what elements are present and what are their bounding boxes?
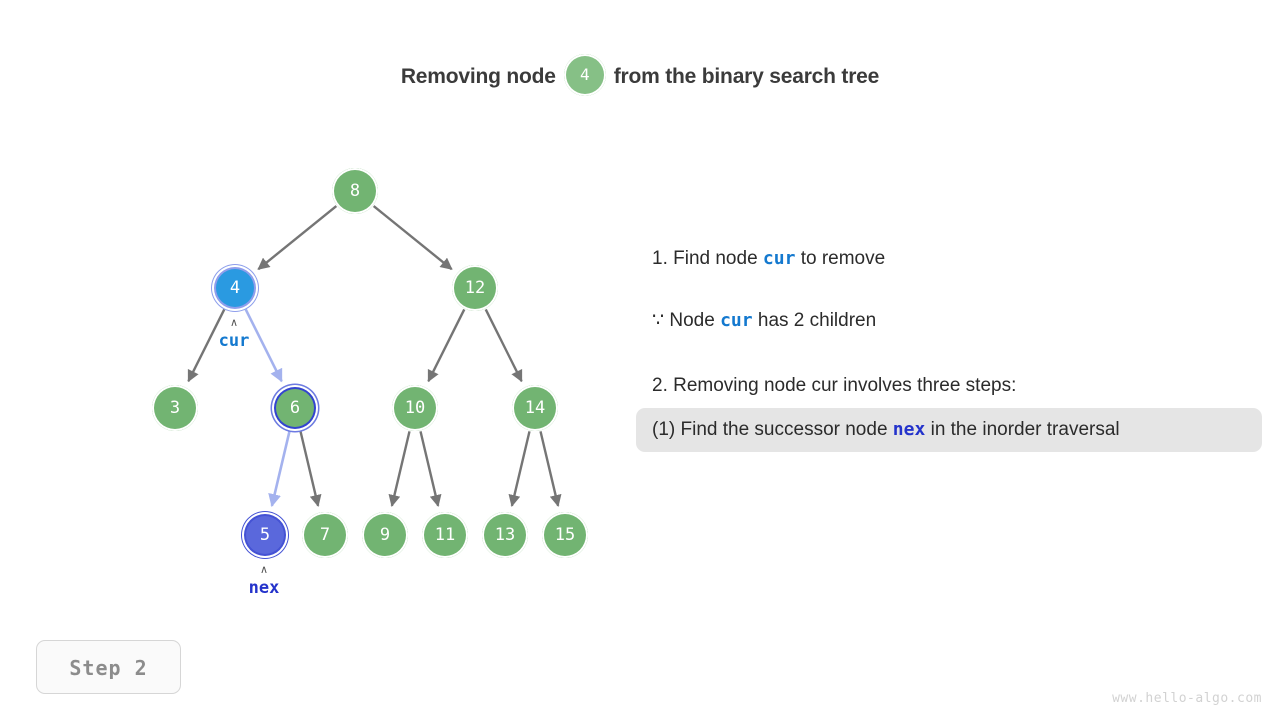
tree-edge-10-11 (419, 431, 442, 507)
tree-edge-14-13 (508, 431, 531, 507)
tree-node-9[interactable]: 9 (362, 512, 408, 558)
tree-node-13[interactable]: 13 (482, 512, 528, 558)
pointer-caret-icon: ∧ (259, 564, 269, 576)
tree-edge-group (187, 205, 562, 508)
line1-text-b: to remove (795, 248, 886, 269)
spacer-2 (652, 334, 1272, 373)
tree-edge-8-4 (257, 205, 338, 271)
tree-edge-8-12 (372, 205, 453, 271)
tree-edge-6-7 (299, 431, 322, 507)
title-node-badge: 4 (563, 54, 606, 96)
line1-keyword-cur: cur (762, 248, 796, 269)
explanation-panel: 1. Find node cur to remove ∵ Node cur ha… (636, 246, 1272, 452)
tree-node-12[interactable]: 12 (452, 265, 498, 311)
line1-text-a: 1. Find node (652, 248, 763, 269)
line4-text-b: in the inorder traversal (925, 419, 1120, 440)
page-title: Removing node 4 from the binary search tre… (0, 54, 1280, 98)
pointer-text: nex (248, 578, 280, 598)
pointer-caret-icon: ∧ (229, 317, 239, 329)
tree-node-8[interactable]: 8 (332, 168, 378, 214)
tree-edge-4-6 (244, 308, 283, 383)
explanation-line-1: 1. Find node cur to remove (652, 246, 1272, 272)
tree-edge-14-15 (539, 431, 562, 507)
tree-node-11[interactable]: 11 (422, 512, 468, 558)
line4-keyword-nex: nex (892, 419, 926, 440)
line2-keyword-cur: cur (720, 310, 753, 331)
tree-node-6[interactable]: 6 (272, 385, 318, 431)
tree-edge-6-5 (268, 431, 291, 508)
spacer-1 (652, 272, 1272, 308)
watermark: www.hello-algo.com (1112, 691, 1262, 706)
tree-node-3[interactable]: 3 (152, 385, 198, 431)
tree-edges-svg (187, 205, 562, 508)
tree-node-10[interactable]: 10 (392, 385, 438, 431)
pointer-label-cur: ∧ cur (184, 317, 284, 352)
tree-node-14[interactable]: 14 (512, 385, 558, 431)
explanation-line-2: ∵ Node cur has 2 children (652, 308, 1272, 334)
explanation-highlighted-step: (1) Find the successor node nex in the i… (636, 408, 1262, 452)
title-suffix: from the binary search tree (613, 65, 880, 88)
explanation-line-3: 2. Removing node cur involves three step… (652, 375, 1017, 396)
tree-edge-4-3 (187, 308, 226, 383)
tree-edge-10-9 (388, 431, 411, 507)
title-prefix: Removing node (400, 65, 556, 88)
tree-node-15[interactable]: 15 (542, 512, 588, 558)
tree-edge-12-10 (427, 308, 466, 383)
tree-node-7[interactable]: 7 (302, 512, 348, 558)
tree-node-4[interactable]: 4 (212, 265, 258, 311)
pointer-text: cur (218, 331, 250, 351)
step-badge: Step 2 (36, 640, 181, 694)
explanation-line-4: (1) Find the successor node nex in the i… (652, 417, 1262, 443)
line2-text-a: ∵ Node (652, 310, 721, 331)
tree-edge-12-14 (484, 308, 523, 383)
pointer-label-nex: ∧ nex (214, 564, 314, 599)
line2-text-b: has 2 children (752, 310, 877, 331)
tree-node-5[interactable]: 5 (242, 512, 288, 558)
line4-text-a: (1) Find the successor node (652, 419, 893, 440)
